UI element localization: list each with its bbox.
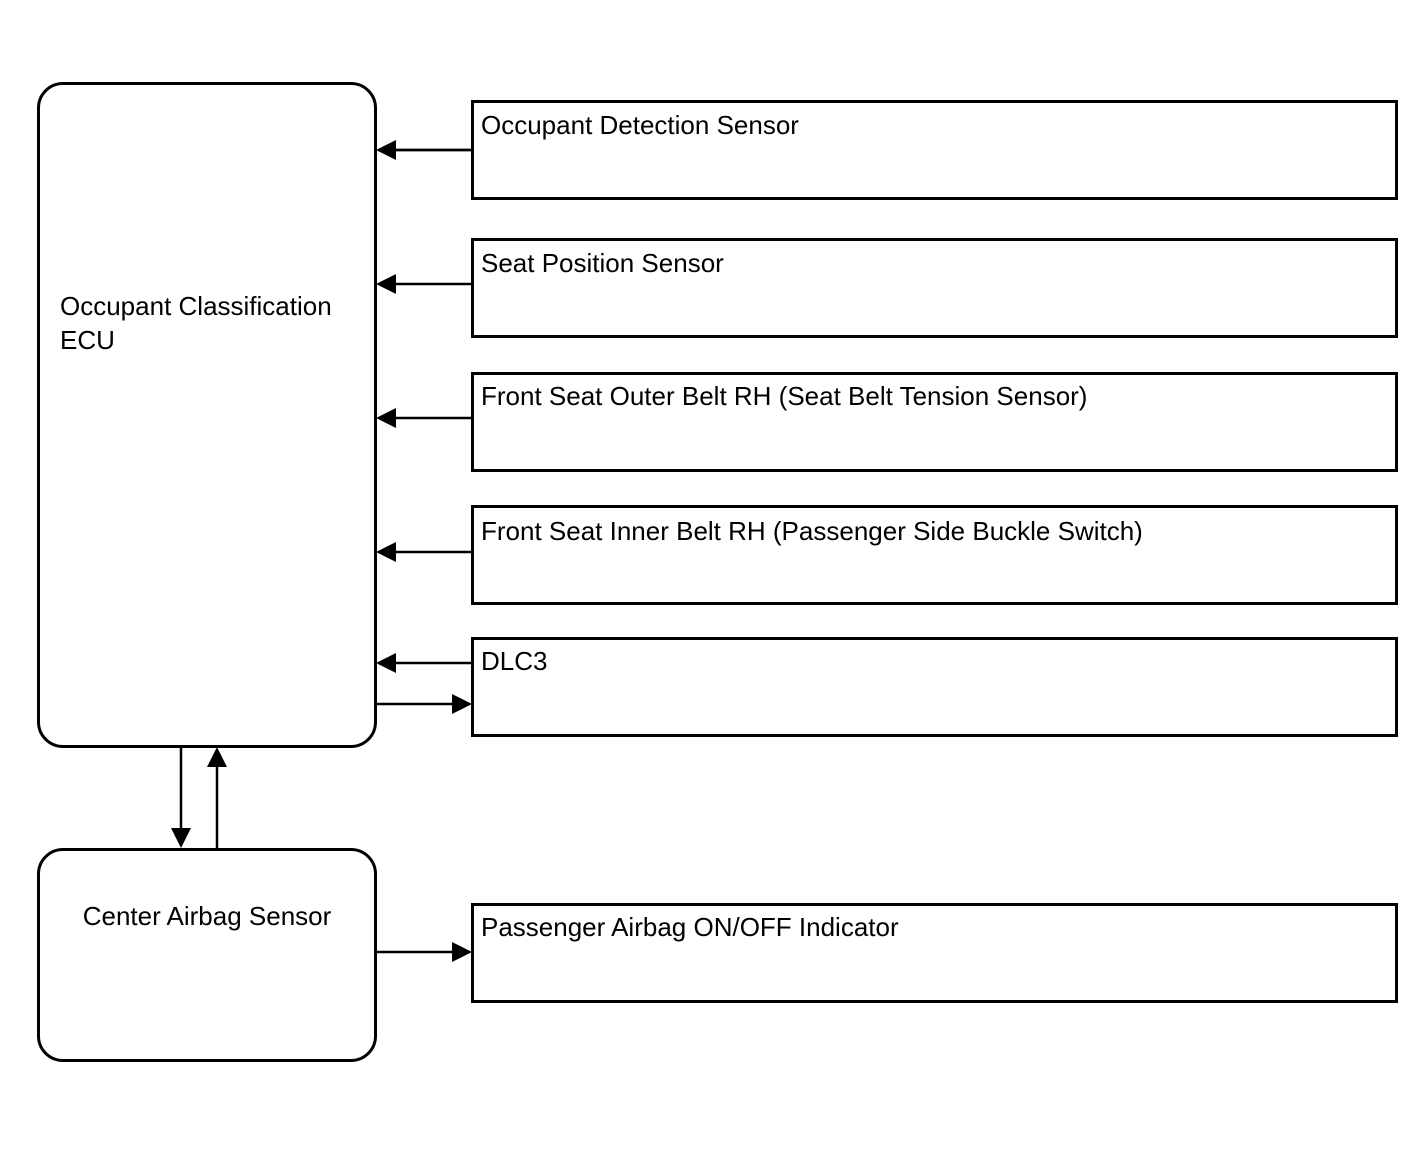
arrow-head-seat-position xyxy=(376,274,396,294)
outer-belt-block: Front Seat Outer Belt RH (Seat Belt Tens… xyxy=(471,372,1398,472)
arrow-head-ecu-to-dlc3 xyxy=(452,694,472,714)
ecu-block: Occupant Classification ECU xyxy=(37,82,377,748)
arrow-head-inner-belt xyxy=(376,542,396,562)
occupant-detection-sensor-block: Occupant Detection Sensor xyxy=(471,100,1398,200)
passenger-airbag-indicator-label: Passenger Airbag ON/OFF Indicator xyxy=(481,912,899,942)
arrow-head-ecu-to-airbag-sensor xyxy=(171,828,191,848)
dlc3-block: DLC3 xyxy=(471,637,1398,737)
occupant-detection-sensor-label: Occupant Detection Sensor xyxy=(481,110,799,140)
arrow-head-dlc3-to-ecu xyxy=(376,653,396,673)
inner-belt-label: Front Seat Inner Belt RH (Passenger Side… xyxy=(481,516,1143,546)
arrow-head-occupant-detection xyxy=(376,140,396,160)
inner-belt-block: Front Seat Inner Belt RH (Passenger Side… xyxy=(471,505,1398,605)
passenger-airbag-indicator-block: Passenger Airbag ON/OFF Indicator xyxy=(471,903,1398,1003)
center-airbag-sensor-label: Center Airbag Sensor xyxy=(82,901,332,931)
outer-belt-label: Front Seat Outer Belt RH (Seat Belt Tens… xyxy=(481,381,1088,411)
ecu-label: Occupant Classification ECU xyxy=(60,291,332,355)
arrow-head-outer-belt xyxy=(376,408,396,428)
seat-position-sensor-label: Seat Position Sensor xyxy=(481,248,724,278)
arrow-head-airbag-sensor-to-indicator xyxy=(452,942,472,962)
center-airbag-sensor-block: Center Airbag Sensor xyxy=(37,848,377,1062)
seat-position-sensor-block: Seat Position Sensor xyxy=(471,238,1398,338)
arrow-head-airbag-sensor-to-ecu xyxy=(207,747,227,767)
dlc3-label: DLC3 xyxy=(481,646,548,676)
